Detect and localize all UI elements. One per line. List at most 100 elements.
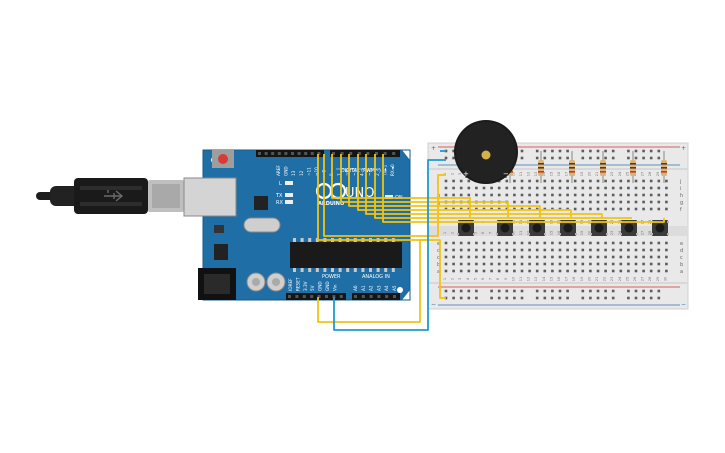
breadboard-hole[interactable] <box>535 207 539 211</box>
breadboard-hole[interactable] <box>520 200 524 204</box>
rail-hole[interactable] <box>589 289 592 293</box>
breadboard-hole[interactable] <box>513 269 516 273</box>
breadboard-hole[interactable] <box>482 207 486 211</box>
breadboard-hole[interactable] <box>551 193 554 197</box>
breadboard-hole[interactable] <box>467 262 471 266</box>
breadboard-hole[interactable] <box>452 207 455 211</box>
breadboard-hole[interactable] <box>482 241 486 245</box>
breadboard-hole[interactable] <box>475 269 478 273</box>
breadboard-hole[interactable] <box>627 248 630 252</box>
rail-hole[interactable] <box>543 296 547 300</box>
breadboard-hole[interactable] <box>611 269 615 273</box>
header-hole[interactable] <box>375 152 378 155</box>
breadboard-hole[interactable] <box>444 255 448 259</box>
power-5v-wire[interactable] <box>317 239 446 323</box>
breadboard-hole[interactable] <box>482 269 486 273</box>
breadboard-hole[interactable] <box>535 255 539 259</box>
breadboard-hole[interactable] <box>535 248 539 252</box>
breadboard-hole[interactable] <box>528 262 531 266</box>
breadboard-hole[interactable] <box>611 193 615 197</box>
breadboard-hole[interactable] <box>665 248 668 252</box>
rail-hole[interactable] <box>611 149 615 153</box>
breadboard-hole[interactable] <box>505 241 509 245</box>
breadboard-hole[interactable] <box>558 269 562 273</box>
breadboard-hole[interactable] <box>589 179 592 183</box>
breadboard-hole[interactable] <box>649 200 653 204</box>
breadboard-hole[interactable] <box>505 179 509 183</box>
breadboard-hole[interactable] <box>596 193 600 197</box>
breadboard-hole[interactable] <box>566 193 569 197</box>
breadboard-hole[interactable] <box>452 269 455 273</box>
breadboard-hole[interactable] <box>649 186 653 190</box>
rail-hole[interactable] <box>497 296 501 300</box>
header-hole[interactable] <box>349 152 353 155</box>
breadboard-hole[interactable] <box>627 269 630 273</box>
breadboard-hole[interactable] <box>520 262 524 266</box>
rail-hole[interactable] <box>543 149 547 153</box>
breadboard-hole[interactable] <box>535 241 539 245</box>
rail-hole[interactable] <box>452 149 455 153</box>
header-hole[interactable] <box>369 295 373 298</box>
header-hole[interactable] <box>339 295 343 298</box>
breadboard-hole[interactable] <box>611 262 615 266</box>
breadboard-hole[interactable] <box>573 179 577 183</box>
breadboard-hole[interactable] <box>513 200 516 204</box>
digital-wire[interactable] <box>374 154 632 219</box>
breadboard-hole[interactable] <box>543 200 547 204</box>
breadboard-hole[interactable] <box>520 241 524 245</box>
header-hole[interactable] <box>304 152 308 155</box>
breadboard-hole[interactable] <box>611 207 615 211</box>
rail-hole[interactable] <box>490 296 493 300</box>
breadboard-hole[interactable] <box>596 179 600 183</box>
rail-hole[interactable] <box>490 289 493 293</box>
rail-hole[interactable] <box>596 149 600 153</box>
rail-hole[interactable] <box>642 149 645 153</box>
breadboard-hole[interactable] <box>467 193 471 197</box>
rail-hole[interactable] <box>604 296 607 300</box>
rail-hole[interactable] <box>642 156 645 160</box>
breadboard-hole[interactable] <box>649 248 653 252</box>
breadboard-hole[interactable] <box>535 186 539 190</box>
breadboard-hole[interactable] <box>497 255 501 259</box>
header-hole[interactable] <box>310 152 314 155</box>
header-hole[interactable] <box>291 152 294 155</box>
rail-hole[interactable] <box>566 296 569 300</box>
breadboard-hole[interactable] <box>566 248 569 252</box>
breadboard-hole[interactable] <box>665 179 668 183</box>
breadboard-hole[interactable] <box>543 193 547 197</box>
breadboard-hole[interactable] <box>543 255 547 259</box>
breadboard-hole[interactable] <box>581 179 585 183</box>
breadboard-hole[interactable] <box>566 207 569 211</box>
breadboard-hole[interactable] <box>490 207 493 211</box>
breadboard-hole[interactable] <box>543 262 547 266</box>
rail-hole[interactable] <box>657 149 661 153</box>
breadboard-hole[interactable] <box>665 262 668 266</box>
breadboard-hole[interactable] <box>634 186 638 190</box>
breadboard-hole[interactable] <box>627 241 630 245</box>
digital-wire[interactable] <box>348 154 541 218</box>
breadboard-hole[interactable] <box>459 262 463 266</box>
breadboard-hole[interactable] <box>551 262 554 266</box>
breadboard-hole[interactable] <box>528 248 531 252</box>
breadboard-hole[interactable] <box>558 200 562 204</box>
breadboard-hole[interactable] <box>642 269 645 273</box>
push-button[interactable] <box>457 220 475 236</box>
breadboard-hole[interactable] <box>573 255 577 259</box>
breadboard-hole[interactable] <box>490 262 493 266</box>
breadboard-hole[interactable] <box>551 241 554 245</box>
rail-hole[interactable] <box>604 156 607 160</box>
rail-hole[interactable] <box>634 296 638 300</box>
rail-hole[interactable] <box>627 289 630 293</box>
breadboard-hole[interactable] <box>573 200 577 204</box>
breadboard-hole[interactable] <box>627 255 630 259</box>
rail-hole[interactable] <box>535 156 539 160</box>
breadboard-hole[interactable] <box>513 207 516 211</box>
breadboard-hole[interactable] <box>665 241 668 245</box>
breadboard-hole[interactable] <box>566 186 569 190</box>
breadboard-hole[interactable] <box>452 193 455 197</box>
breadboard-hole[interactable] <box>452 262 455 266</box>
breadboard-hole[interactable] <box>551 255 554 259</box>
rail-hole[interactable] <box>475 296 478 300</box>
rail-hole[interactable] <box>520 289 524 293</box>
breadboard-hole[interactable] <box>634 248 638 252</box>
